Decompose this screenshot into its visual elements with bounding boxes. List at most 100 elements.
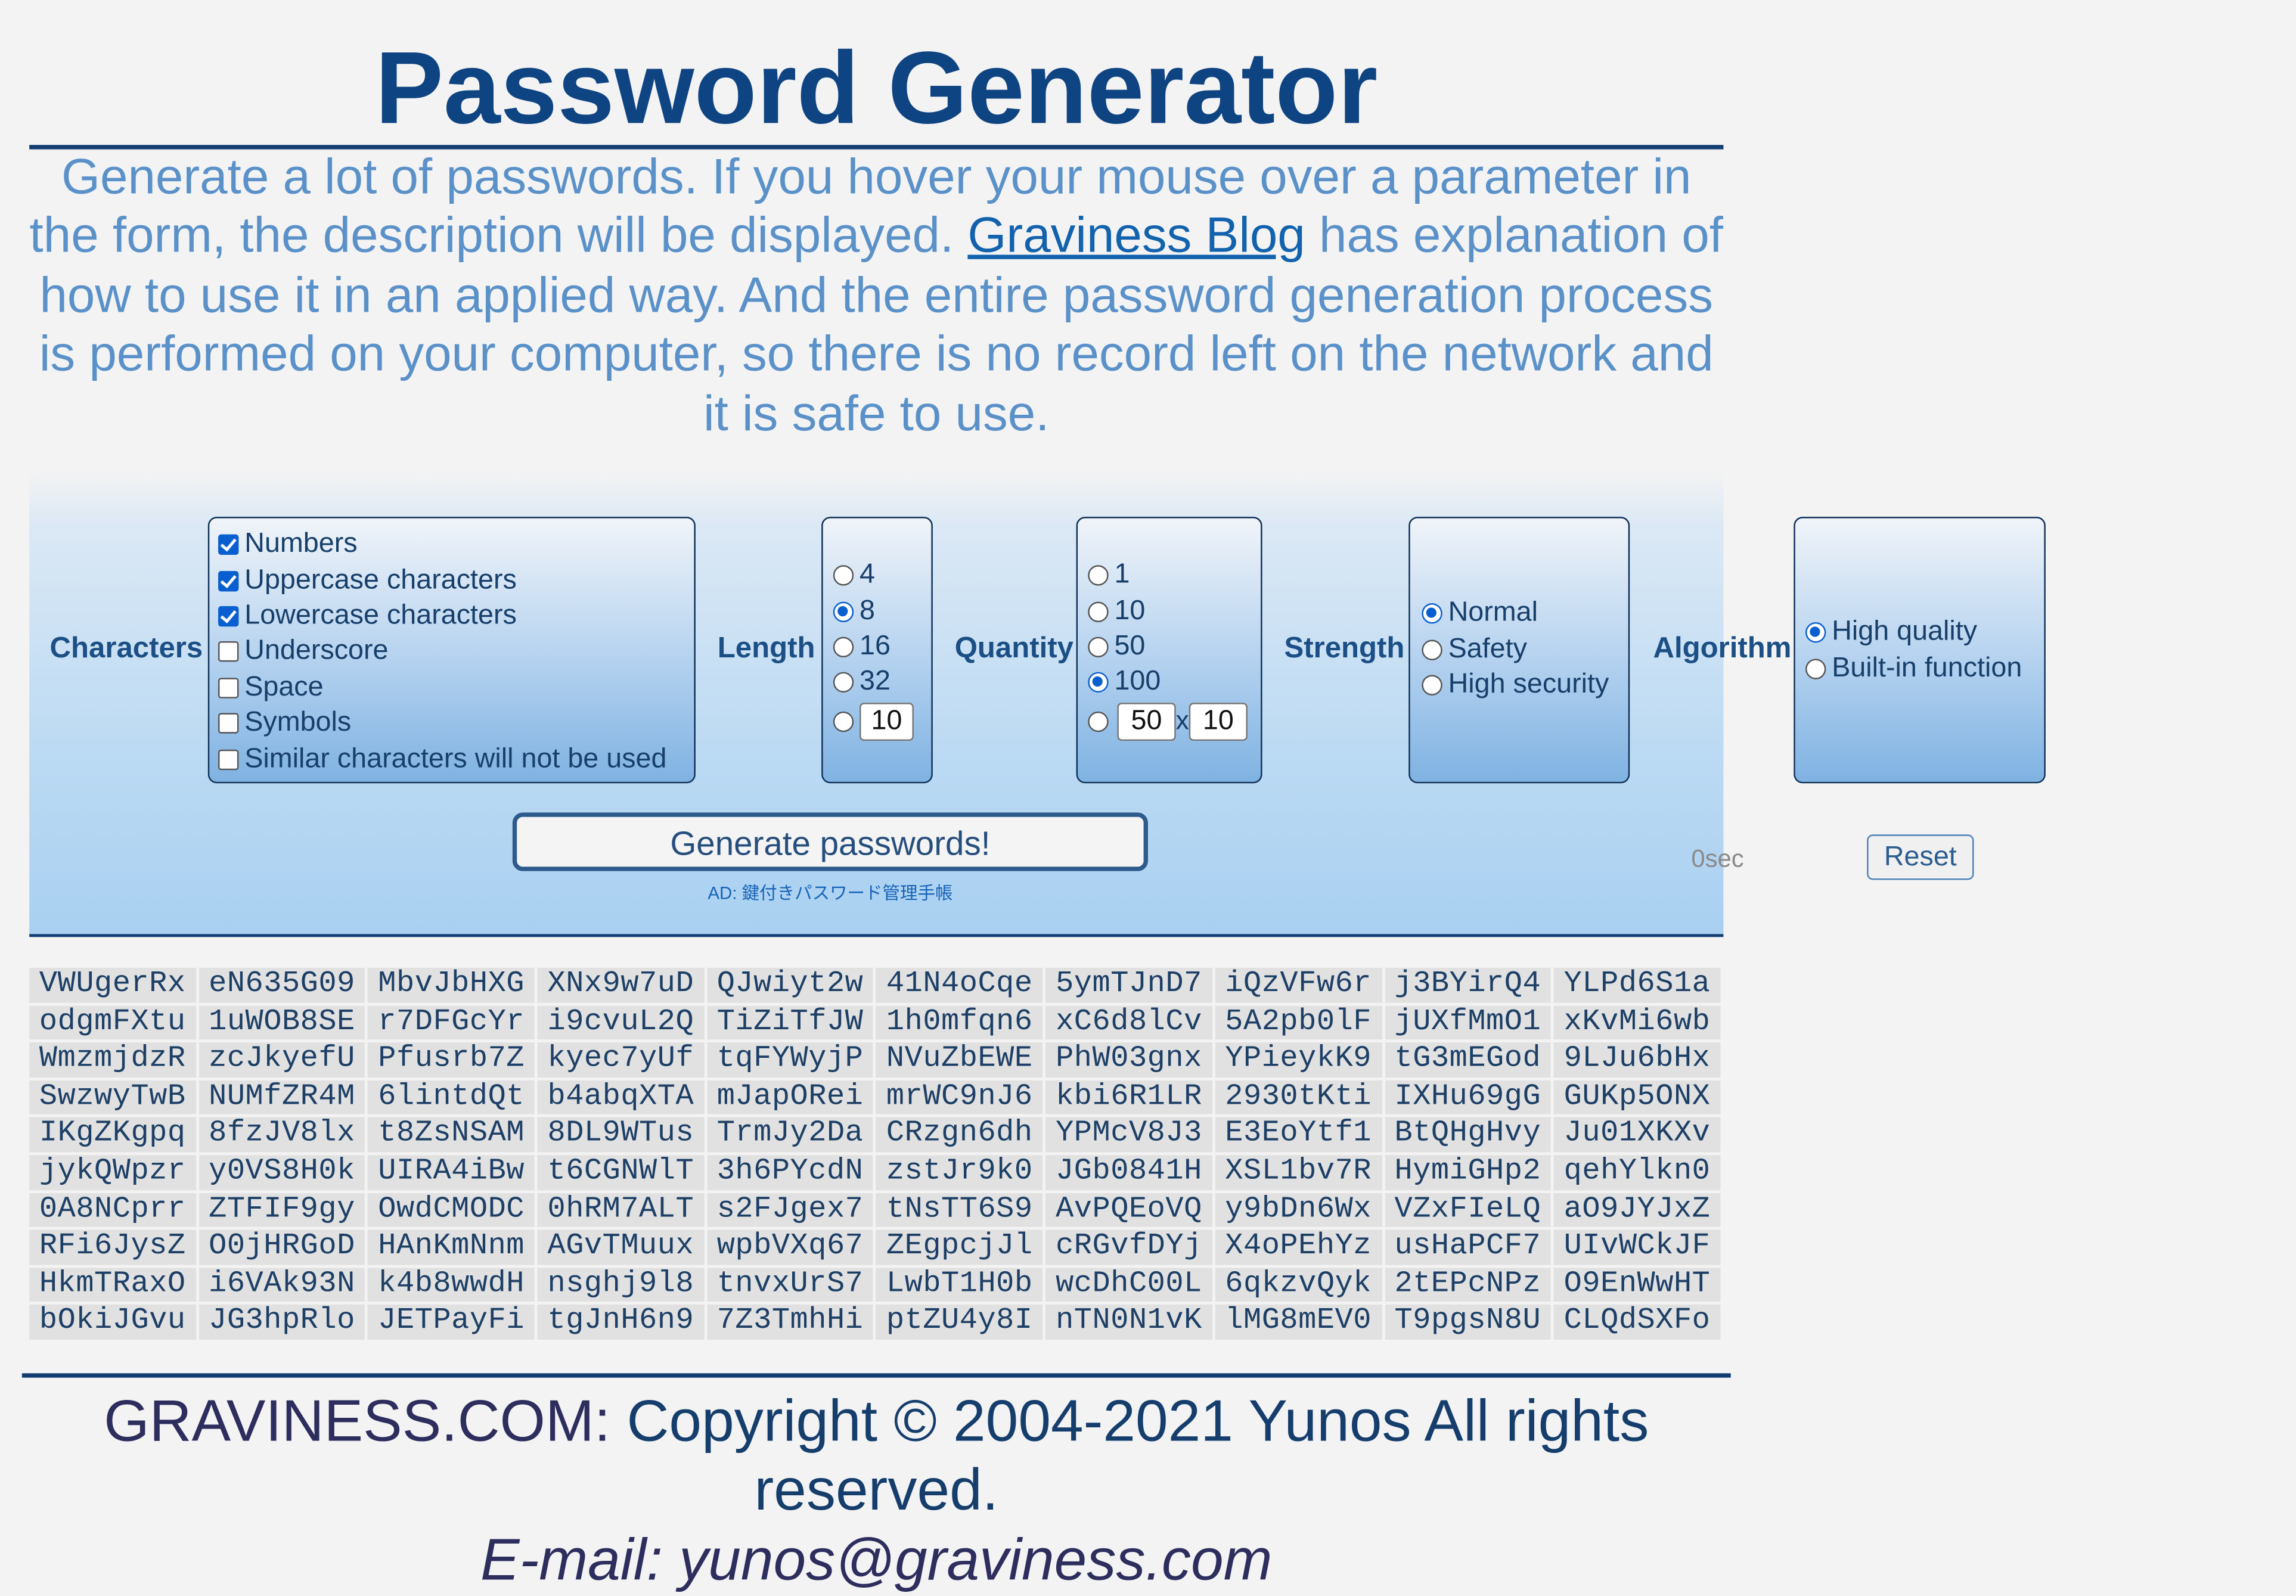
password-cell[interactable]: UIvWCkJF (1553, 1229, 1721, 1265)
quantity-50-radio[interactable] (1088, 636, 1109, 657)
quantity-option-custom[interactable]: 50 x 10 (1088, 701, 1261, 742)
password-cell[interactable]: mJapORei (706, 1080, 874, 1115)
password-cell[interactable]: 6lintdQt (368, 1080, 535, 1115)
password-cell[interactable]: ZTFIF9gy (198, 1193, 365, 1228)
password-cell[interactable]: tNsTT6S9 (876, 1193, 1043, 1228)
password-cell[interactable]: lMG8mEV0 (1215, 1305, 1382, 1340)
password-cell[interactable]: y0VS8H0k (198, 1155, 365, 1190)
password-cell[interactable]: s2FJgex7 (706, 1193, 874, 1228)
password-cell[interactable]: HkmTRaxO (29, 1267, 196, 1302)
email-contact[interactable]: E-mail: yunos@graviness.com (480, 1528, 1273, 1593)
char-option-similar[interactable]: Similar characters will not be used (218, 741, 694, 777)
password-cell[interactable]: 0A8NCprr (29, 1193, 196, 1228)
password-cell[interactable]: IXHu69gG (1384, 1080, 1551, 1115)
length-4-radio[interactable] (833, 565, 854, 586)
password-cell[interactable]: t8ZsNSAM (368, 1117, 535, 1153)
password-cell[interactable]: O0jHRGoD (198, 1229, 365, 1265)
char-option-space[interactable]: Space (218, 670, 694, 706)
graviness-blog-link[interactable]: Graviness Blog (967, 208, 1305, 265)
password-cell[interactable]: E3EoYtf1 (1215, 1117, 1382, 1153)
password-cell[interactable]: qehYlkn0 (1553, 1155, 1721, 1190)
password-cell[interactable]: NVuZbEWE (876, 1042, 1043, 1078)
password-cell[interactable]: Ju01XKXv (1553, 1117, 1721, 1153)
password-cell[interactable]: r7DFGcYr (368, 1005, 535, 1040)
length-option-16[interactable]: 16 (833, 629, 932, 665)
password-cell[interactable]: bOkiJGvu (29, 1305, 196, 1340)
password-cell[interactable]: JETPayFi (368, 1305, 535, 1340)
password-cell[interactable]: RFi6JysZ (29, 1229, 196, 1265)
password-cell[interactable]: 8fzJV8lx (198, 1117, 365, 1153)
numbers-checkbox[interactable] (218, 535, 239, 555)
password-cell[interactable]: nsghj9l8 (537, 1267, 705, 1302)
quantity-rows-input[interactable]: 50 (1117, 702, 1176, 740)
char-option-underscore[interactable]: Underscore (218, 634, 694, 670)
algorithm-option-high-quality[interactable]: High quality (1805, 615, 2044, 651)
quantity-option-100[interactable]: 100 (1088, 665, 1261, 701)
password-cell[interactable]: zcJkyefU (198, 1042, 365, 1078)
password-cell[interactable]: tnvxUrS7 (706, 1267, 874, 1302)
password-cell[interactable]: 1h0mfqn6 (876, 1005, 1043, 1040)
password-cell[interactable]: mrWC9nJ6 (876, 1080, 1043, 1115)
password-cell[interactable]: eN635G09 (198, 967, 365, 1002)
quantity-option-1[interactable]: 1 (1088, 558, 1261, 594)
password-cell[interactable]: 1uWOB8SE (198, 1005, 365, 1040)
password-cell[interactable]: jUXfMmO1 (1384, 1005, 1551, 1040)
char-option-uppercase[interactable]: Uppercase characters (218, 563, 694, 598)
password-cell[interactable]: WmzmjdzR (29, 1042, 196, 1078)
password-cell[interactable]: CLQdSXFo (1553, 1305, 1721, 1340)
password-cell[interactable]: SwzwyTwB (29, 1080, 196, 1115)
password-cell[interactable]: i9cvuL2Q (537, 1005, 705, 1040)
password-cell[interactable]: jykQWpzr (29, 1155, 196, 1190)
password-cell[interactable]: LwbT1H0b (876, 1267, 1043, 1302)
similar-checkbox[interactable] (218, 749, 239, 770)
char-option-symbols[interactable]: Symbols (218, 706, 694, 741)
password-cell[interactable]: 9LJu6bHx (1553, 1042, 1721, 1078)
password-cell[interactable]: HAnKmNnm (368, 1229, 535, 1265)
password-cell[interactable]: XSL1bv7R (1215, 1155, 1382, 1190)
password-cell[interactable]: 5ymTJnD7 (1045, 967, 1212, 1002)
password-cell[interactable]: tgJnH6n9 (537, 1305, 705, 1340)
length-option-custom[interactable]: 10 (833, 701, 932, 742)
password-cell[interactable]: AGvTMuux (537, 1229, 705, 1265)
password-cell[interactable]: 41N4oCqe (876, 967, 1043, 1002)
password-cell[interactable]: xC6d8lCv (1045, 1005, 1212, 1040)
length-option-8[interactable]: 8 (833, 594, 932, 629)
char-option-lowercase[interactable]: Lowercase characters (218, 598, 694, 634)
password-cell[interactable]: 8DL9WTus (537, 1117, 705, 1153)
space-checkbox[interactable] (218, 677, 239, 698)
password-cell[interactable]: 2tEPcNPz (1384, 1267, 1551, 1302)
algorithm-high-quality-radio[interactable] (1805, 622, 1826, 643)
password-cell[interactable]: kbi6R1LR (1045, 1080, 1212, 1115)
password-cell[interactable]: j3BYirQ4 (1384, 967, 1551, 1002)
password-cell[interactable]: wpbVXq67 (706, 1229, 874, 1265)
password-cell[interactable]: BtQHgHvy (1384, 1117, 1551, 1153)
password-cell[interactable]: T9pgsN8U (1384, 1305, 1551, 1340)
length-16-radio[interactable] (833, 636, 854, 657)
password-cell[interactable]: 0hRM7ALT (537, 1193, 705, 1228)
quantity-custom-radio[interactable] (1088, 710, 1109, 732)
password-cell[interactable]: b4abqXTA (537, 1080, 705, 1115)
password-cell[interactable]: QJwiyt2w (706, 967, 874, 1002)
length-8-radio[interactable] (833, 601, 854, 622)
password-cell[interactable]: X4oPEhYz (1215, 1229, 1382, 1265)
password-cell[interactable]: k4b8wwdH (368, 1267, 535, 1302)
length-custom-input[interactable]: 10 (860, 702, 914, 740)
lowercase-checkbox[interactable] (218, 606, 239, 627)
password-cell[interactable]: MbvJbHXG (368, 967, 535, 1002)
password-cell[interactable]: YLPd6S1a (1553, 967, 1721, 1002)
password-cell[interactable]: GUKp5ONX (1553, 1080, 1721, 1115)
symbols-checkbox[interactable] (218, 713, 239, 734)
password-cell[interactable]: nTN0N1vK (1045, 1305, 1212, 1340)
password-cell[interactable]: aO9JYJxZ (1553, 1193, 1721, 1228)
quantity-option-10[interactable]: 10 (1088, 594, 1261, 629)
password-cell[interactable]: kyec7yUf (537, 1042, 705, 1078)
password-cell[interactable]: TrmJy2Da (706, 1117, 874, 1153)
strength-option-normal[interactable]: Normal (1422, 596, 1628, 632)
quantity-cols-input[interactable]: 10 (1189, 702, 1248, 740)
password-cell[interactable]: O9EnWwHT (1553, 1267, 1721, 1302)
password-cell[interactable]: 3h6PYcdN (706, 1155, 874, 1190)
length-option-32[interactable]: 32 (833, 665, 932, 701)
quantity-10-radio[interactable] (1088, 601, 1109, 622)
quantity-1-radio[interactable] (1088, 565, 1109, 586)
password-cell[interactable]: t6CGNWlT (537, 1155, 705, 1190)
